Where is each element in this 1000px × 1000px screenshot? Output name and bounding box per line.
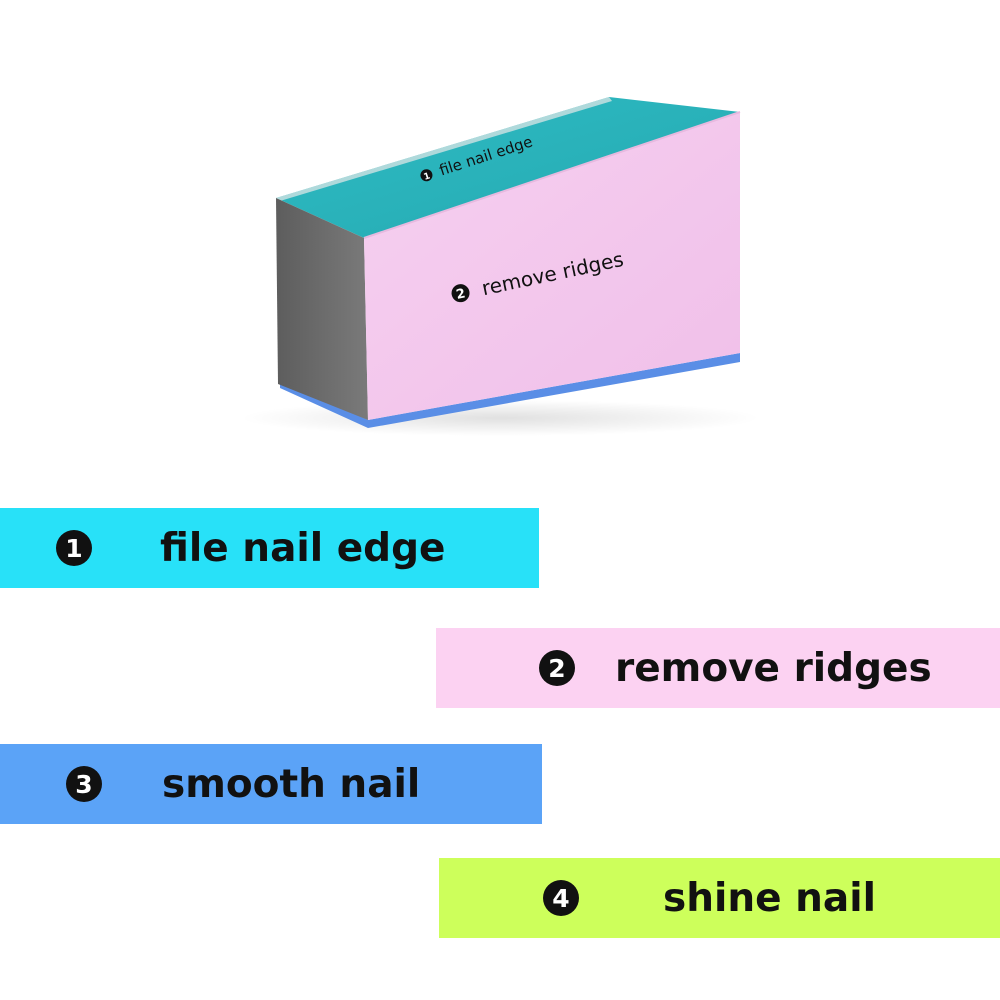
nail-buffer-block-photo: 1 file nail edge 2 remove ridges [0, 0, 1000, 460]
step-label: smooth nail [162, 761, 421, 807]
nail-buffer-block: 1 file nail edge 2 remove ridges [240, 97, 760, 436]
block-top-face [276, 97, 740, 238]
svg-text:1: 1 [423, 171, 432, 182]
block-shadow [240, 400, 760, 436]
step-number-1-icon: 1 [56, 530, 92, 566]
front-face-number-icon [451, 284, 470, 303]
svg-text:2: 2 [455, 286, 467, 303]
block-front-face [364, 112, 740, 420]
block-top-edge-highlight [276, 97, 612, 201]
step-band-file-nail-edge: 1 file nail edge [0, 508, 539, 588]
step-band-shine-nail: 4 shine nail [439, 858, 1000, 938]
step-label: remove ridges [615, 645, 932, 691]
step-band-smooth-nail: 3 smooth nail [0, 744, 542, 824]
top-face-number-icon [420, 169, 433, 182]
step-label: file nail edge [160, 525, 446, 571]
step-label: shine nail [663, 875, 876, 921]
step-number-4-icon: 4 [543, 880, 579, 916]
block-end-face [276, 198, 368, 420]
block-top-front-edge [363, 111, 741, 239]
step-band-remove-ridges: 2 remove ridges [436, 628, 1000, 708]
step-number-2-icon: 2 [539, 650, 575, 686]
step-number-3-icon: 3 [66, 766, 102, 802]
